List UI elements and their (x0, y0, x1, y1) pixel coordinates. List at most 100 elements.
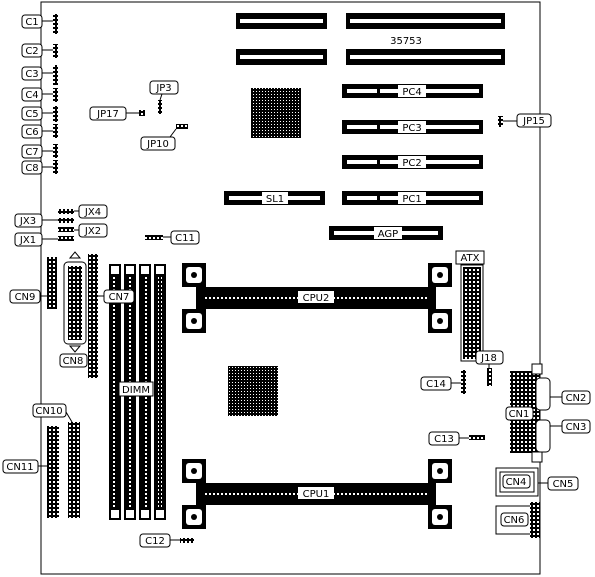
label-cn6: CN6 (500, 512, 529, 527)
svg-text:CN11: CN11 (6, 462, 33, 473)
label-c12: C12 (139, 533, 180, 548)
jp17-header (139, 110, 145, 116)
svg-text:JP17: JP17 (96, 109, 119, 120)
jp15-header (498, 116, 503, 127)
svg-text:CN6: CN6 (504, 515, 525, 526)
svg-text:JX4: JX4 (84, 207, 101, 218)
label-c5: C5 (21, 106, 53, 121)
svg-text:C5: C5 (25, 109, 38, 120)
jx3-header (58, 218, 74, 223)
label-cn5: CN5 (538, 476, 579, 491)
svg-text:J18: J18 (480, 353, 497, 364)
label-jx4: JX4 (74, 204, 108, 219)
top-slots (236, 13, 505, 65)
label-jp10: JP10 (140, 128, 177, 151)
label-c1: C1 (21, 14, 53, 29)
cpu2-slot: CPU2 (182, 263, 452, 333)
cpu1-label: CPU1 (303, 489, 330, 500)
svg-text:C6: C6 (25, 127, 38, 138)
jx1-header (58, 236, 74, 241)
label-c2: C2 (21, 43, 53, 58)
svg-text:C11: C11 (175, 233, 195, 244)
svg-text:JP15: JP15 (522, 116, 545, 127)
jx2-header (58, 227, 74, 232)
svg-text:C4: C4 (25, 90, 38, 101)
label-cn2: CN2 (550, 390, 591, 405)
agp-label: AGP (378, 229, 398, 240)
label-c13: C13 (428, 431, 469, 446)
svg-text:CN4: CN4 (506, 477, 527, 488)
svg-text:C13: C13 (434, 434, 454, 445)
label-c14: C14 (420, 376, 461, 391)
svg-text:CN10: CN10 (35, 406, 62, 417)
svg-text:JX3: JX3 (19, 216, 36, 227)
c12-header (180, 538, 194, 543)
slot-agp: AGP (329, 226, 443, 240)
j18-header (487, 368, 492, 386)
pci-slot-pc3: PC3 (342, 120, 483, 134)
pci-slot-pc1: PC1 (342, 191, 483, 205)
svg-text:C2: C2 (25, 46, 38, 57)
svg-text:JP3: JP3 (155, 83, 171, 94)
label-jx1: JX1 (14, 232, 58, 247)
label-jp15: JP15 (503, 113, 552, 128)
pc1-label: PC1 (402, 194, 421, 205)
svg-text:C1: C1 (25, 17, 38, 28)
cpu2-label: CPU2 (303, 293, 330, 304)
c14-header (461, 370, 466, 394)
cn8-connector (63, 251, 87, 353)
svg-text:CN2: CN2 (566, 393, 587, 404)
svg-text:JX1: JX1 (19, 235, 36, 246)
svg-text:C8: C8 (25, 163, 38, 174)
label-jx3: JX3 (14, 213, 58, 228)
atx-label: ATX (460, 253, 479, 264)
jx4-header (58, 209, 74, 214)
pc4-label: PC4 (402, 87, 421, 98)
label-jx2: JX2 (74, 223, 108, 238)
sl1-label: SL1 (266, 194, 284, 205)
svg-text:CN5: CN5 (553, 479, 574, 490)
label-c8: C8 (21, 160, 53, 175)
label-cn11: CN11 (2, 459, 47, 474)
label-jp3: JP3 (149, 80, 179, 101)
svg-text:C14: C14 (426, 379, 446, 390)
svg-text:C12: C12 (145, 536, 165, 547)
c13-header (469, 435, 485, 440)
pc3-label: PC3 (402, 123, 421, 134)
label-cn3: CN3 (550, 419, 591, 434)
cn11-header (47, 426, 59, 518)
label-cn4: CN4 (502, 474, 531, 489)
label-c7: C7 (21, 144, 53, 159)
c-headers (53, 14, 58, 174)
svg-text:CN7: CN7 (109, 292, 130, 303)
label-cn8: CN8 (59, 353, 88, 368)
label-cn9: CN9 (9, 289, 47, 304)
cn7-header (88, 254, 98, 378)
jp10-header (176, 124, 188, 129)
chipset-upper (251, 88, 301, 138)
label-c3: C3 (21, 66, 53, 81)
pci-slot-pc4: PC4 (342, 84, 483, 98)
jp3-header (158, 100, 162, 114)
dimm-slots: DIMM (109, 264, 166, 520)
label-c6: C6 (21, 124, 53, 139)
svg-text:JX2: JX2 (84, 226, 101, 237)
dimm-label: DIMM (122, 385, 150, 396)
slot-sl1: SL1 (224, 191, 325, 205)
chipset-lower (228, 366, 278, 416)
cn10-header (68, 422, 80, 518)
svg-text:JP10: JP10 (146, 139, 169, 150)
label-c4: C4 (21, 87, 53, 102)
label-jp17: JP17 (89, 106, 139, 121)
label-j18: J18 (475, 350, 504, 368)
pci-slot-pc2: PC2 (342, 155, 483, 169)
pc2-label: PC2 (402, 158, 421, 169)
label-cn1: CN1 (505, 406, 534, 421)
label-cn10: CN10 (32, 403, 73, 423)
label-c11: C11 (163, 230, 200, 245)
cn9-header (47, 257, 57, 309)
svg-text:C7: C7 (25, 147, 38, 158)
label-cn7: CN7 (98, 289, 135, 304)
cpu1-slot: CPU1 (182, 459, 452, 529)
